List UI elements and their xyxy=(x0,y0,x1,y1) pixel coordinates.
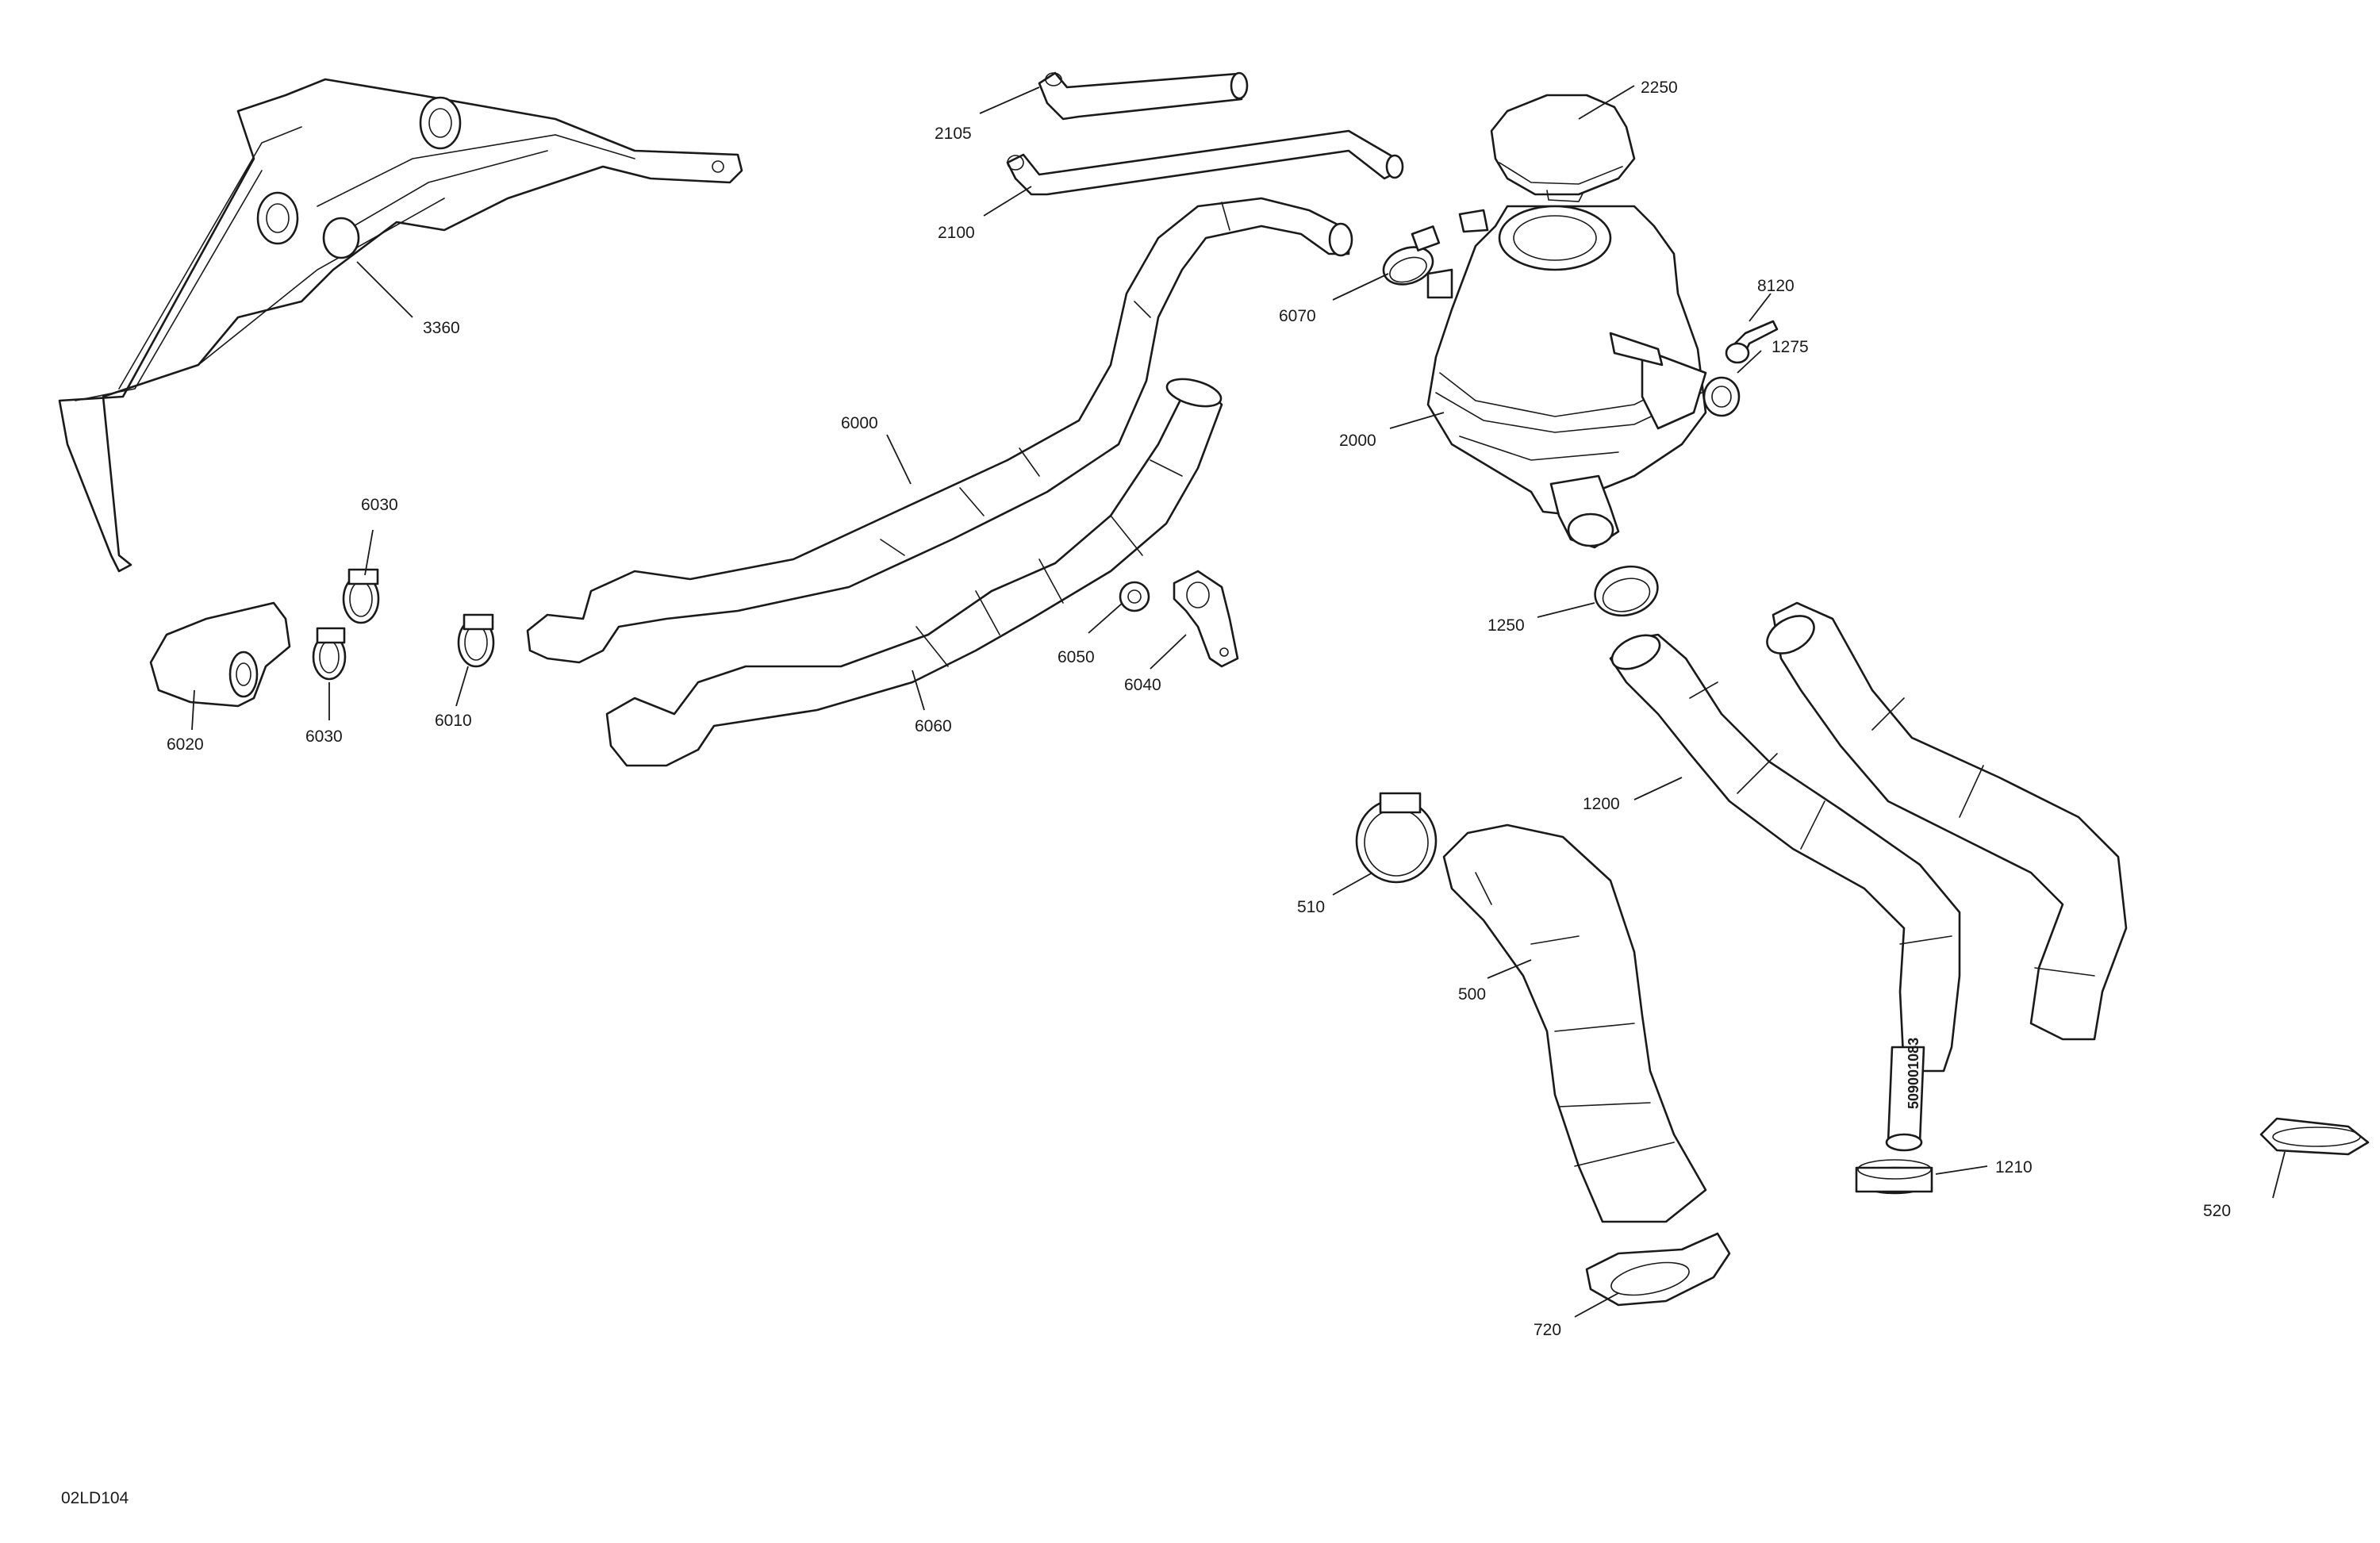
part-6060-hose xyxy=(605,378,1223,767)
part-3360-bracket xyxy=(58,78,743,573)
callout-6030-lower: 6030 xyxy=(305,727,343,746)
callout-6070: 6070 xyxy=(1279,307,1316,325)
part-6050-grommet xyxy=(1119,581,1150,612)
callout-2100: 2100 xyxy=(938,224,975,242)
callout-520: 520 xyxy=(2203,1202,2231,1220)
part-6070-clamp xyxy=(1382,225,1441,286)
part-8120-screw xyxy=(1725,320,1779,364)
callout-500: 500 xyxy=(1458,985,1486,1004)
part-2000-reservoir xyxy=(1426,205,1707,549)
callout-2000: 2000 xyxy=(1339,432,1376,450)
part-2105-tube xyxy=(1038,71,1249,121)
part-510-clamp xyxy=(1355,792,1438,884)
part-6000-hose xyxy=(526,197,1353,664)
callout-1200: 1200 xyxy=(1583,795,1620,813)
callout-labels: 3360 2105 2100 2250 6070 8120 1275 2000 … xyxy=(167,79,2231,1339)
part-1200-hose xyxy=(1609,633,1961,1152)
part-1210-clamp xyxy=(1855,1159,1933,1195)
callout-6000: 6000 xyxy=(841,414,878,432)
part-500-hose xyxy=(1442,823,1707,1223)
callout-1250: 1250 xyxy=(1488,616,1525,635)
callout-510: 510 xyxy=(1297,898,1325,916)
callout-8120: 8120 xyxy=(1757,277,1795,295)
leader-lines xyxy=(191,85,2286,1318)
hose-secondary xyxy=(1766,601,2128,1041)
part-720-clamp xyxy=(1585,1232,1731,1307)
callout-6060: 6060 xyxy=(915,717,952,735)
part-2100-tube xyxy=(1006,129,1404,196)
callout-2105: 2105 xyxy=(935,125,972,143)
callout-6040: 6040 xyxy=(1124,676,1161,694)
callout-6020: 6020 xyxy=(167,735,204,754)
part-6010-clamp xyxy=(457,613,495,668)
callout-6030-upper: 6030 xyxy=(361,496,398,514)
callout-1275: 1275 xyxy=(1772,338,1809,356)
part-6030-clamp-upper xyxy=(342,568,380,624)
part-6020-elbow-hose xyxy=(149,601,291,708)
callout-6010: 6010 xyxy=(435,712,472,730)
part-2250-cap xyxy=(1490,94,1636,202)
callout-6050: 6050 xyxy=(1058,648,1095,666)
part-6040-clip xyxy=(1173,570,1239,668)
callout-720: 720 xyxy=(1534,1321,1561,1339)
callout-1210: 1210 xyxy=(1995,1158,2033,1176)
callout-2250: 2250 xyxy=(1641,79,1678,97)
figure-code: 02LD104 xyxy=(61,1489,129,1507)
callout-3360: 3360 xyxy=(423,319,460,337)
part-1275-nut xyxy=(1702,376,1741,417)
part-6030-clamp-lower xyxy=(312,627,347,681)
hose-marking: 509001083 xyxy=(1906,1038,1921,1109)
part-1250-clamp xyxy=(1594,565,1659,617)
part-520-clamp xyxy=(2259,1117,2370,1156)
